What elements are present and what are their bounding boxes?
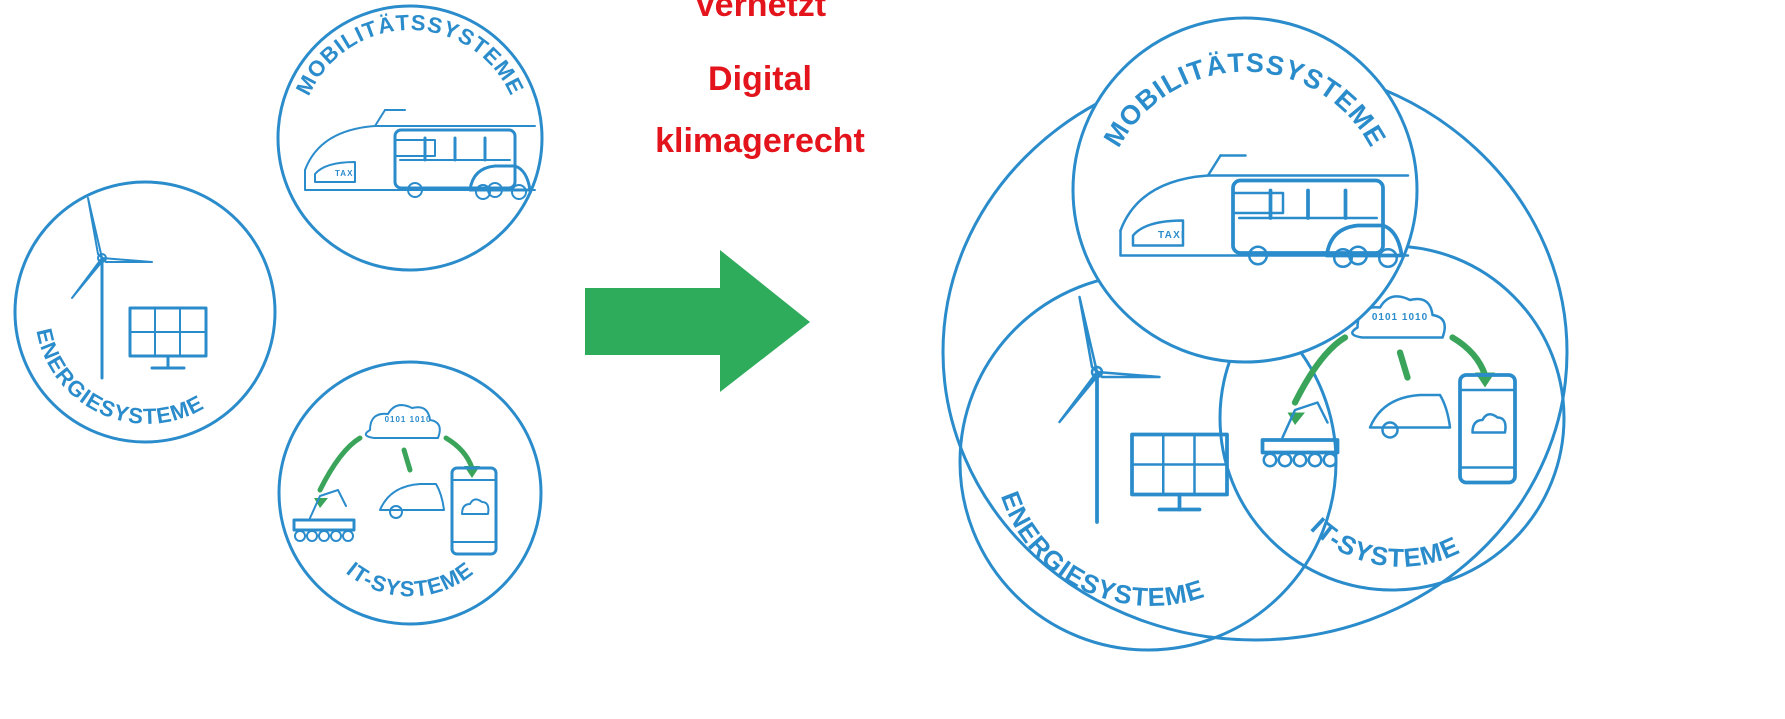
right-energy-label: ENERGIESYSTEME	[995, 487, 1208, 612]
left-mobility-group: MOBILITÄTSSYSTEME	[276, 4, 544, 272]
headline-digital: Digital	[708, 60, 812, 98]
headline-klimagerecht: klimagerecht	[655, 122, 865, 160]
left-mobility-icon	[303, 108, 537, 201]
left-mobility-label: MOBILITÄTSSYSTEME	[291, 10, 529, 99]
left-energy-icon	[70, 196, 208, 380]
left-mobility-circle	[276, 4, 544, 272]
left-it-circle	[277, 360, 543, 626]
right-it-label: IT-SYSTEME	[1305, 511, 1464, 573]
left-it-group: IT-SYSTEME 0101 1010	[277, 360, 543, 626]
left-it-icon	[294, 405, 496, 554]
left-energy-group: ENERGIESYSTEME	[13, 180, 277, 444]
left-cloud-text: 0101 1010	[385, 415, 432, 424]
right-mobility-group: MOBILITÄTSSYSTEME	[1071, 16, 1419, 364]
left-energy-circle	[13, 180, 277, 444]
left-it-label: IT-SYSTEME	[342, 557, 478, 602]
headline-vernetzt: Vernetzt	[693, 0, 827, 24]
right-mobility-circle	[1071, 16, 1419, 364]
left-energy-label: ENERGIESYSTEME	[31, 326, 207, 429]
right-cloud-text: 0101 1010	[1372, 312, 1428, 323]
transition-arrow	[585, 250, 810, 392]
